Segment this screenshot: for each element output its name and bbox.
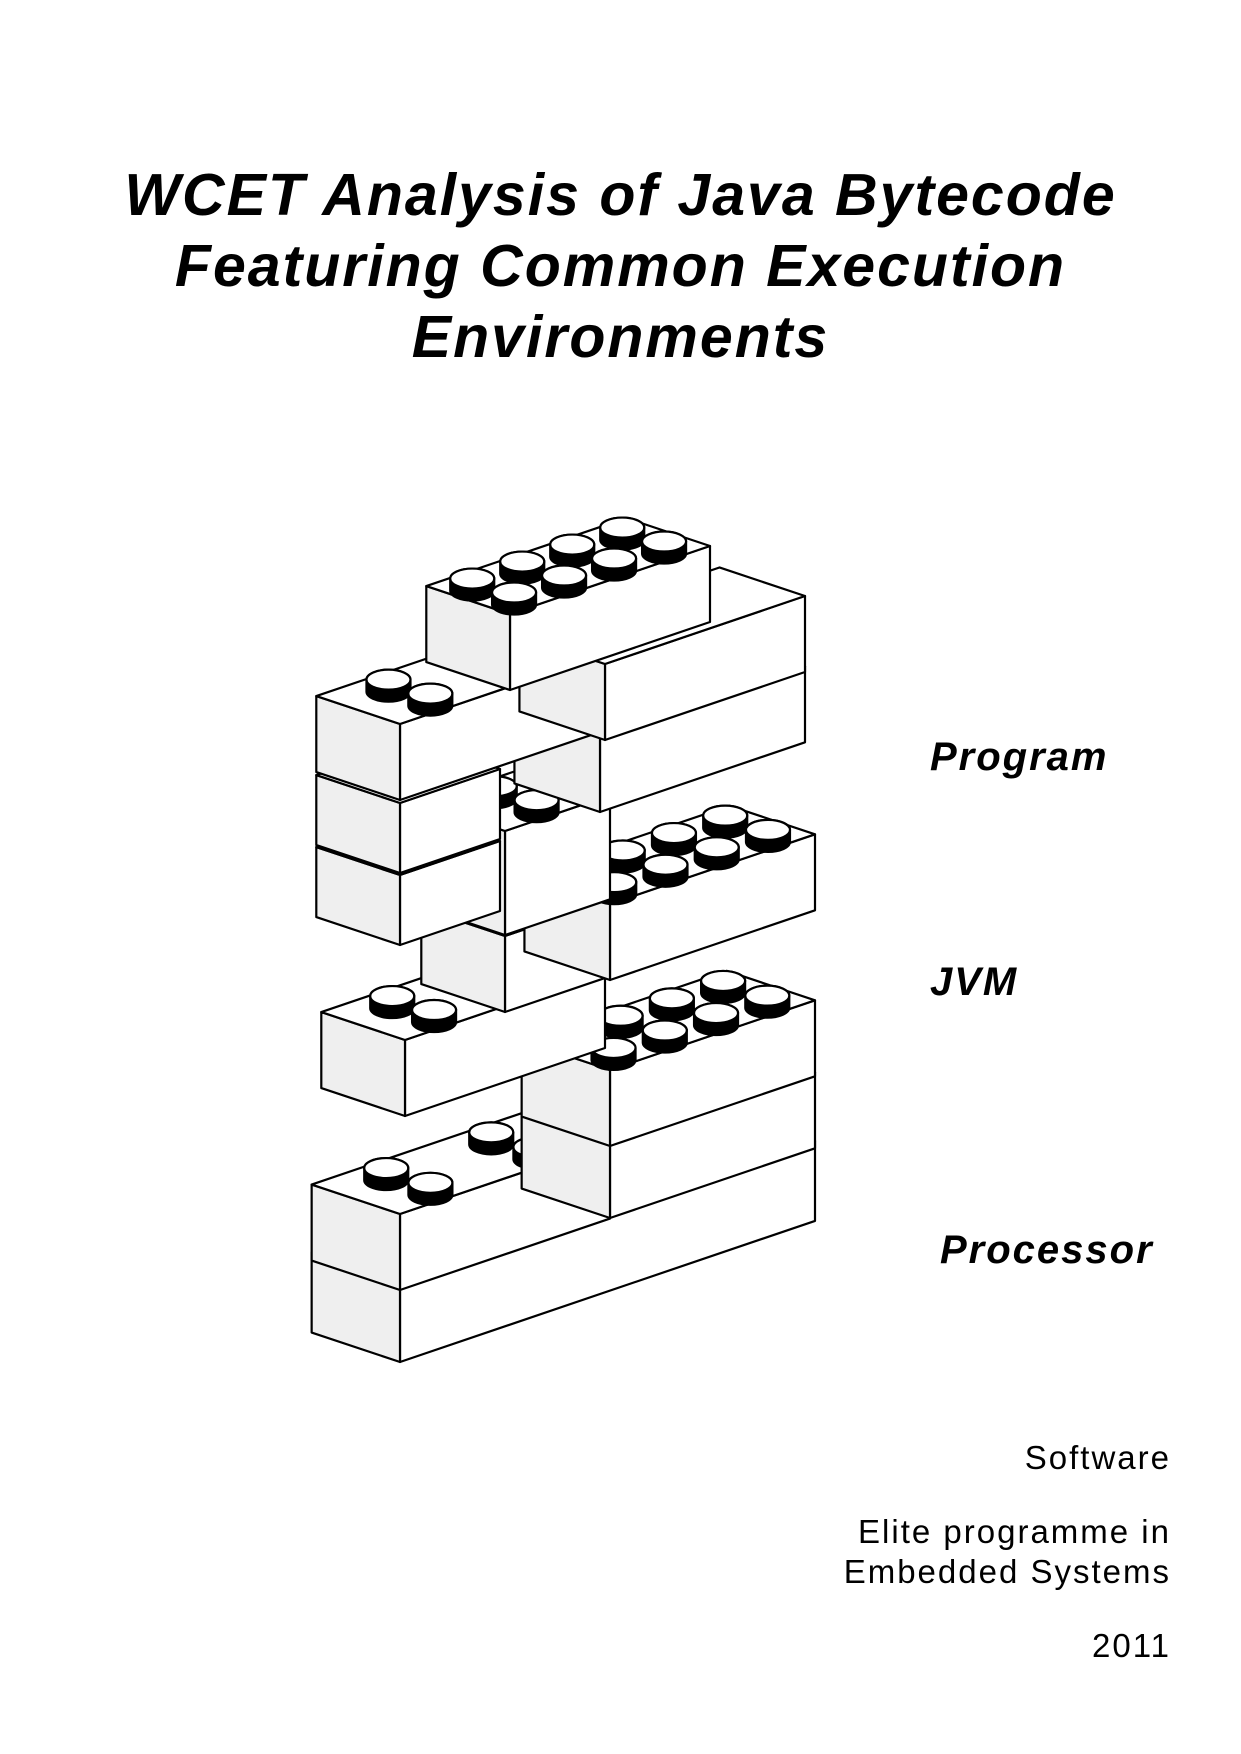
footer-year: 2011 [1092, 1627, 1171, 1664]
footer-programme-line-1: Elite programme in [858, 1513, 1171, 1550]
title-line-2: Featuring Common Execution [174, 233, 1067, 299]
jvm-brick-pillar-stud [513, 789, 560, 824]
cover-footer: Software Elite programme in Embedded Sys… [651, 1438, 1171, 1666]
program-brick-top-stud [549, 533, 596, 568]
program-brick-top-stud [599, 516, 646, 551]
program-brick-top-stud [590, 547, 638, 582]
program-brick-top-stud [499, 550, 546, 585]
program-brick-top-stud [540, 564, 588, 599]
program-brick-upper-left-stud [365, 668, 412, 703]
footer-programme-line-2: Embedded Systems [843, 1553, 1171, 1590]
jvm-brick-left-stud [410, 998, 458, 1034]
processor-brick-upper-stud [641, 1019, 688, 1054]
processor-brick-front-left-stud [468, 1121, 515, 1156]
program-brick-top-stud [449, 567, 496, 602]
processor-brick-front-left-stud [363, 1156, 410, 1192]
jvm-brick-right-stud [744, 818, 792, 853]
program-brick-top-stud [640, 530, 688, 565]
processor-brick-upper-stud [692, 1001, 740, 1037]
cover-title: WCET Analysis of Java Bytecode Featuring… [0, 160, 1241, 373]
processor-brick-upper-stud [700, 969, 747, 1005]
layer-label-jvm: JVM [930, 960, 1019, 1004]
jvm-brick-right-stud [702, 804, 749, 839]
layer-label-processor: Processor [940, 1228, 1154, 1272]
title-line-1: WCET Analysis of Java Bytecode [124, 162, 1117, 228]
title-line-3: Environments [411, 304, 830, 370]
processor-brick-upper-stud [597, 1004, 644, 1039]
layer-label-program: Program [930, 735, 1109, 779]
footer-category: Software [1024, 1439, 1171, 1476]
processor-brick-upper-stud [744, 984, 791, 1019]
jvm-brick-right-stud [693, 836, 740, 871]
processor-brick-front-left-stud [407, 1171, 454, 1206]
processor-brick-upper-stud [648, 987, 695, 1022]
program-brick-top-stud [490, 581, 538, 616]
program-brick-upper-left-stud [407, 682, 454, 717]
jvm-brick-left-stud [369, 984, 416, 1020]
jvm-brick-right-stud [642, 853, 689, 888]
jvm-brick-right-stud [650, 821, 698, 857]
